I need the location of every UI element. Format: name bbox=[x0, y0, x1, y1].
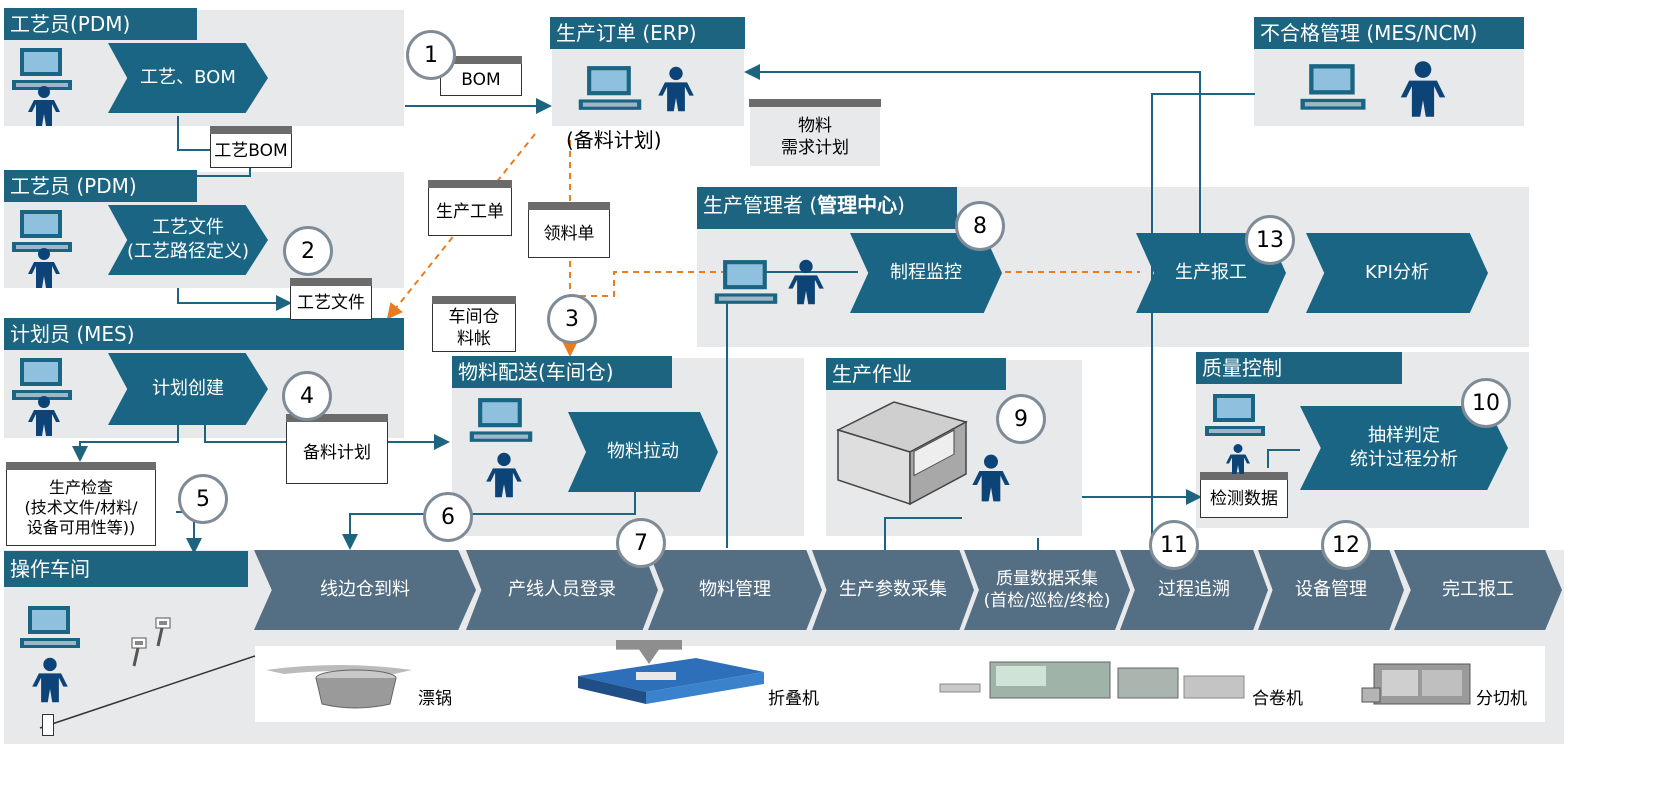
step-material-pull: 物料拉动 bbox=[568, 412, 718, 492]
doc-prep-plan-label: 备料计划 bbox=[303, 443, 371, 463]
doc-work-order: 生产工单 bbox=[428, 180, 512, 236]
step-number-9: 9 bbox=[996, 394, 1046, 444]
header-mgmt: 生产管理者 (管理中心) bbox=[697, 187, 957, 229]
person-icon bbox=[28, 86, 60, 126]
computer-icon bbox=[12, 210, 72, 252]
step-number-1: 1 bbox=[406, 30, 456, 80]
step-number-7: 7 bbox=[616, 518, 666, 568]
step-number-5: 5 bbox=[178, 474, 228, 524]
person-icon bbox=[28, 248, 60, 288]
doc-material-req-label: 物料 需求计划 bbox=[781, 116, 849, 158]
doc-bom: BOM bbox=[440, 56, 522, 96]
step-number-2: 2 bbox=[283, 226, 333, 276]
computer-icon bbox=[714, 260, 778, 304]
handheld-device bbox=[42, 714, 54, 736]
computer-icon bbox=[12, 358, 72, 400]
step-number-4: 4 bbox=[282, 371, 332, 421]
machine-icon bbox=[939, 661, 1245, 699]
step-number-11: 11 bbox=[1149, 520, 1199, 570]
header-mgmt-suffix: ) bbox=[897, 193, 905, 217]
computer-icon bbox=[1205, 394, 1265, 436]
step-number-10: 10 bbox=[1461, 378, 1511, 428]
machine-label-4: 分切机 bbox=[1476, 689, 1527, 709]
step-number-3: 3 bbox=[547, 294, 597, 344]
person-icon bbox=[28, 396, 60, 436]
workflow-step-6: 过程追溯 bbox=[1120, 550, 1268, 630]
machine-label-3: 合卷机 bbox=[1252, 689, 1303, 709]
workflow-step-4: 生产参数采集 bbox=[812, 550, 974, 630]
header-workshop: 操作车间 bbox=[4, 551, 248, 587]
doc-picking-list: 领料单 bbox=[528, 202, 610, 258]
person-icon bbox=[788, 259, 824, 305]
computer-icon bbox=[469, 398, 533, 442]
doc-craft-file-label: 工艺文件 bbox=[297, 293, 365, 313]
header-mgmt-prefix: 生产管理者 ( bbox=[703, 193, 818, 217]
header-production: 生产作业 bbox=[826, 358, 1006, 390]
machine-strip bbox=[255, 646, 1545, 722]
computer-icon bbox=[578, 66, 642, 110]
step-plan-create: 计划创建 bbox=[108, 353, 268, 425]
step-number-6: 6 bbox=[423, 492, 473, 542]
machine-icon bbox=[266, 665, 412, 709]
machine-icon bbox=[835, 401, 969, 506]
workflow-step-8: 完工报工 bbox=[1394, 550, 1562, 630]
computer-icon bbox=[12, 48, 72, 90]
header-ncm: 不合格管理 (MES/NCM) bbox=[1254, 17, 1524, 49]
doc-production-check: 生产检查 (技术文件/材料/ 设备可用性等)) bbox=[6, 462, 156, 546]
doc-warehouse-ledger: 车间仓 料帐 bbox=[432, 296, 516, 352]
machine-label-2: 折叠机 bbox=[768, 689, 819, 709]
doc-picking-list-label: 领料单 bbox=[543, 224, 595, 244]
header-material: 物料配送(车间仓) bbox=[452, 356, 672, 388]
header-pdm2: 工艺员 (PDM) bbox=[4, 170, 197, 202]
doc-production-check-label: 生产检查 (技术文件/材料/ 设备可用性等)) bbox=[24, 478, 138, 537]
machine-label-1: 漂锅 bbox=[418, 689, 452, 709]
workflow-step-1: 线边仓到料 bbox=[254, 550, 476, 630]
scanner-icon bbox=[131, 617, 171, 667]
computer-icon bbox=[20, 606, 80, 648]
step-craft-bom: 工艺、BOM bbox=[108, 43, 268, 113]
header-mgmt-bold: 管理中心 bbox=[817, 193, 898, 217]
person-icon bbox=[972, 454, 1010, 502]
doc-craft-file: 工艺文件 bbox=[290, 278, 372, 320]
doc-inspection-data: 检测数据 bbox=[1200, 472, 1288, 518]
doc-inspection-data-label: 检测数据 bbox=[1210, 489, 1278, 509]
computer-icon bbox=[1300, 64, 1366, 110]
step-number-8: 8 bbox=[955, 201, 1005, 251]
step-number-13: 13 bbox=[1245, 215, 1295, 265]
person-icon bbox=[1226, 444, 1250, 474]
header-pdm1: 工艺员(PDM) bbox=[4, 8, 197, 40]
doc-warehouse-ledger-label: 车间仓 料帐 bbox=[448, 307, 500, 349]
step-kpi-analysis: KPI分析 bbox=[1306, 233, 1488, 313]
workflow-step-5: 质量数据采集 (首检/巡检/终检) bbox=[964, 550, 1130, 630]
erp-prep-plan-note: (备料计划) bbox=[566, 128, 662, 152]
person-icon bbox=[658, 66, 694, 112]
header-mes-plan: 计划员 (MES) bbox=[4, 318, 404, 350]
header-erp: 生产订单 (ERP) bbox=[550, 17, 745, 49]
header-quality: 质量控制 bbox=[1196, 352, 1402, 384]
doc-bom-label: BOM bbox=[461, 70, 501, 90]
doc-material-req: 物料 需求计划 bbox=[749, 99, 881, 166]
doc-work-order-label: 生产工单 bbox=[436, 202, 504, 222]
doc-craft-bom: 工艺BOM bbox=[210, 126, 292, 168]
person-icon bbox=[1400, 61, 1446, 117]
doc-prep-plan: 备料计划 bbox=[286, 414, 388, 484]
machine-icon bbox=[578, 658, 764, 704]
person-icon bbox=[486, 452, 522, 498]
workflow-step-3: 物料管理 bbox=[648, 550, 822, 630]
machine-icon bbox=[1361, 663, 1471, 705]
step-number-12: 12 bbox=[1321, 520, 1371, 570]
doc-craft-bom-label: 工艺BOM bbox=[214, 141, 288, 161]
step-craft-file: 工艺文件 (工艺路径定义) bbox=[108, 205, 268, 275]
person-icon bbox=[32, 657, 68, 703]
